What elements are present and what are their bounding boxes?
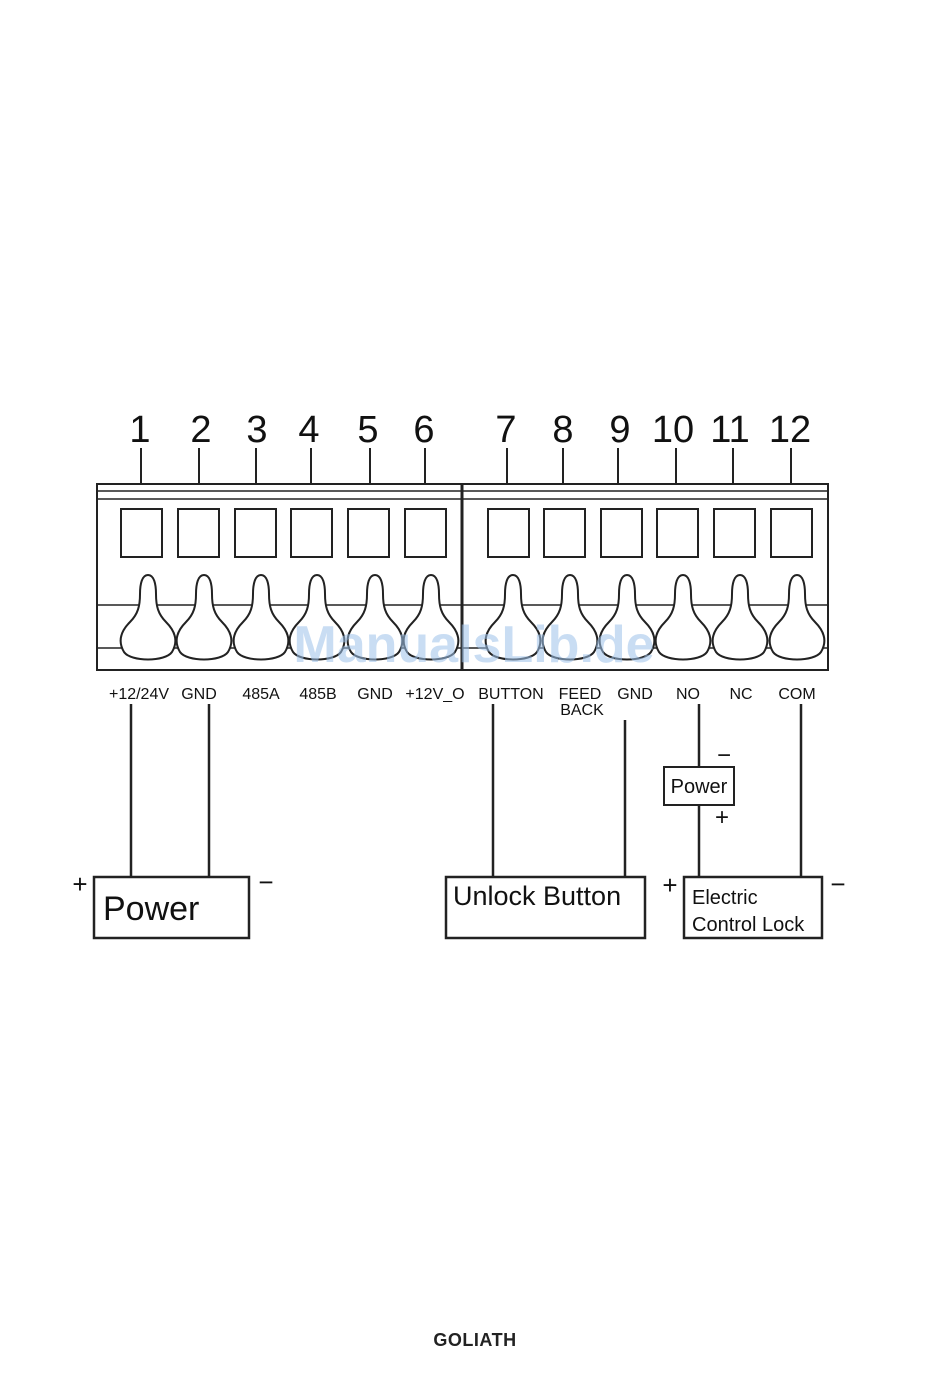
electric-lock-box: Electric Control Lock + − [662, 869, 845, 938]
pin-label-8b: BACK [560, 702, 604, 719]
terminal-numbers: 1 2 3 4 5 6 7 8 9 10 11 12 [129, 409, 811, 451]
pin-label-2: GND [181, 686, 217, 703]
terminal-number-8: 8 [552, 409, 573, 451]
pin-label-5: GND [357, 686, 393, 703]
terminal-number-9: 9 [609, 409, 630, 451]
watermark: ManualsLib.de [293, 616, 654, 674]
terminal-number-11: 11 [710, 409, 749, 451]
terminal-number-7: 7 [495, 409, 516, 451]
number-leaders [141, 448, 791, 484]
unlock-button-box: Unlock Button [446, 877, 645, 938]
pin-label-12: COM [778, 686, 815, 703]
terminal-number-2: 2 [190, 409, 211, 451]
lock-power-plus: + [715, 804, 729, 831]
terminal-number-10: 10 [652, 409, 694, 451]
terminal-number-5: 5 [357, 409, 378, 451]
power-supply: Power + − [72, 867, 273, 938]
goliath-logo: GOLIATH [0, 1330, 950, 1351]
lock-power-minus: − [717, 742, 731, 769]
electric-lock-plus: + [662, 870, 677, 900]
terminal-number-6: 6 [413, 409, 434, 451]
electric-lock-line1: Electric [692, 887, 758, 909]
electric-lock-line2: Control Lock [692, 914, 805, 936]
electric-lock-minus: − [830, 869, 845, 899]
lock-power-label: Power [671, 776, 728, 798]
pin-label-10: NO [676, 686, 700, 703]
terminal-number-1: 1 [129, 409, 150, 451]
power-supply-minus: − [258, 867, 273, 897]
terminal-number-3: 3 [246, 409, 267, 451]
power-supply-plus: + [72, 869, 87, 899]
pin-label-1: +12/24V [109, 686, 169, 703]
pin-label-7: BUTTON [478, 686, 543, 703]
pin-label-8a: FEED [559, 686, 602, 703]
terminal-number-12: 12 [769, 409, 811, 451]
pin-label-11: NC [729, 686, 752, 703]
pin-label-3: 485A [242, 686, 280, 703]
power-supply-label: Power [103, 890, 199, 928]
pin-label-4: 485B [299, 686, 336, 703]
pin-label-6: +12V_O [405, 686, 464, 703]
terminal-number-4: 4 [298, 409, 319, 451]
unlock-button-label: Unlock Button [453, 881, 621, 911]
pin-label-9: GND [617, 686, 653, 703]
pin-labels: +12/24V GND 485A 485B GND +12V_O BUTTON … [109, 686, 816, 719]
